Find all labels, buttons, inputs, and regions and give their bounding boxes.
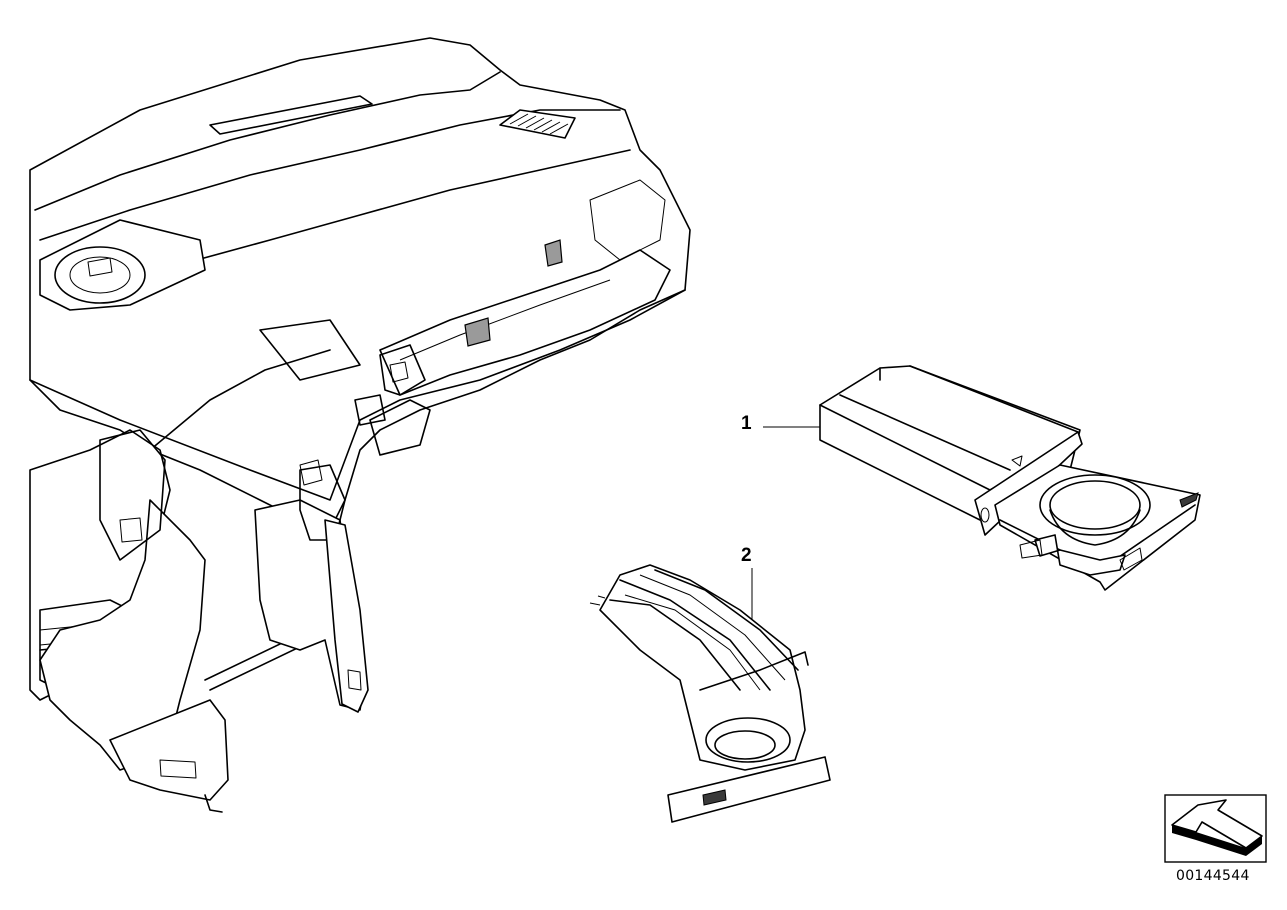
callout-2-label: 2 [741,545,752,566]
dashboard-illustration [29,37,691,813]
callout-1-label: 1 [741,413,752,434]
diagram-id-label: 00144544 [1176,868,1250,884]
direction-arrow-icon [1164,794,1267,863]
cupholder-insert-illustration [589,564,831,823]
cupholder-tray-illustration [819,365,1201,591]
